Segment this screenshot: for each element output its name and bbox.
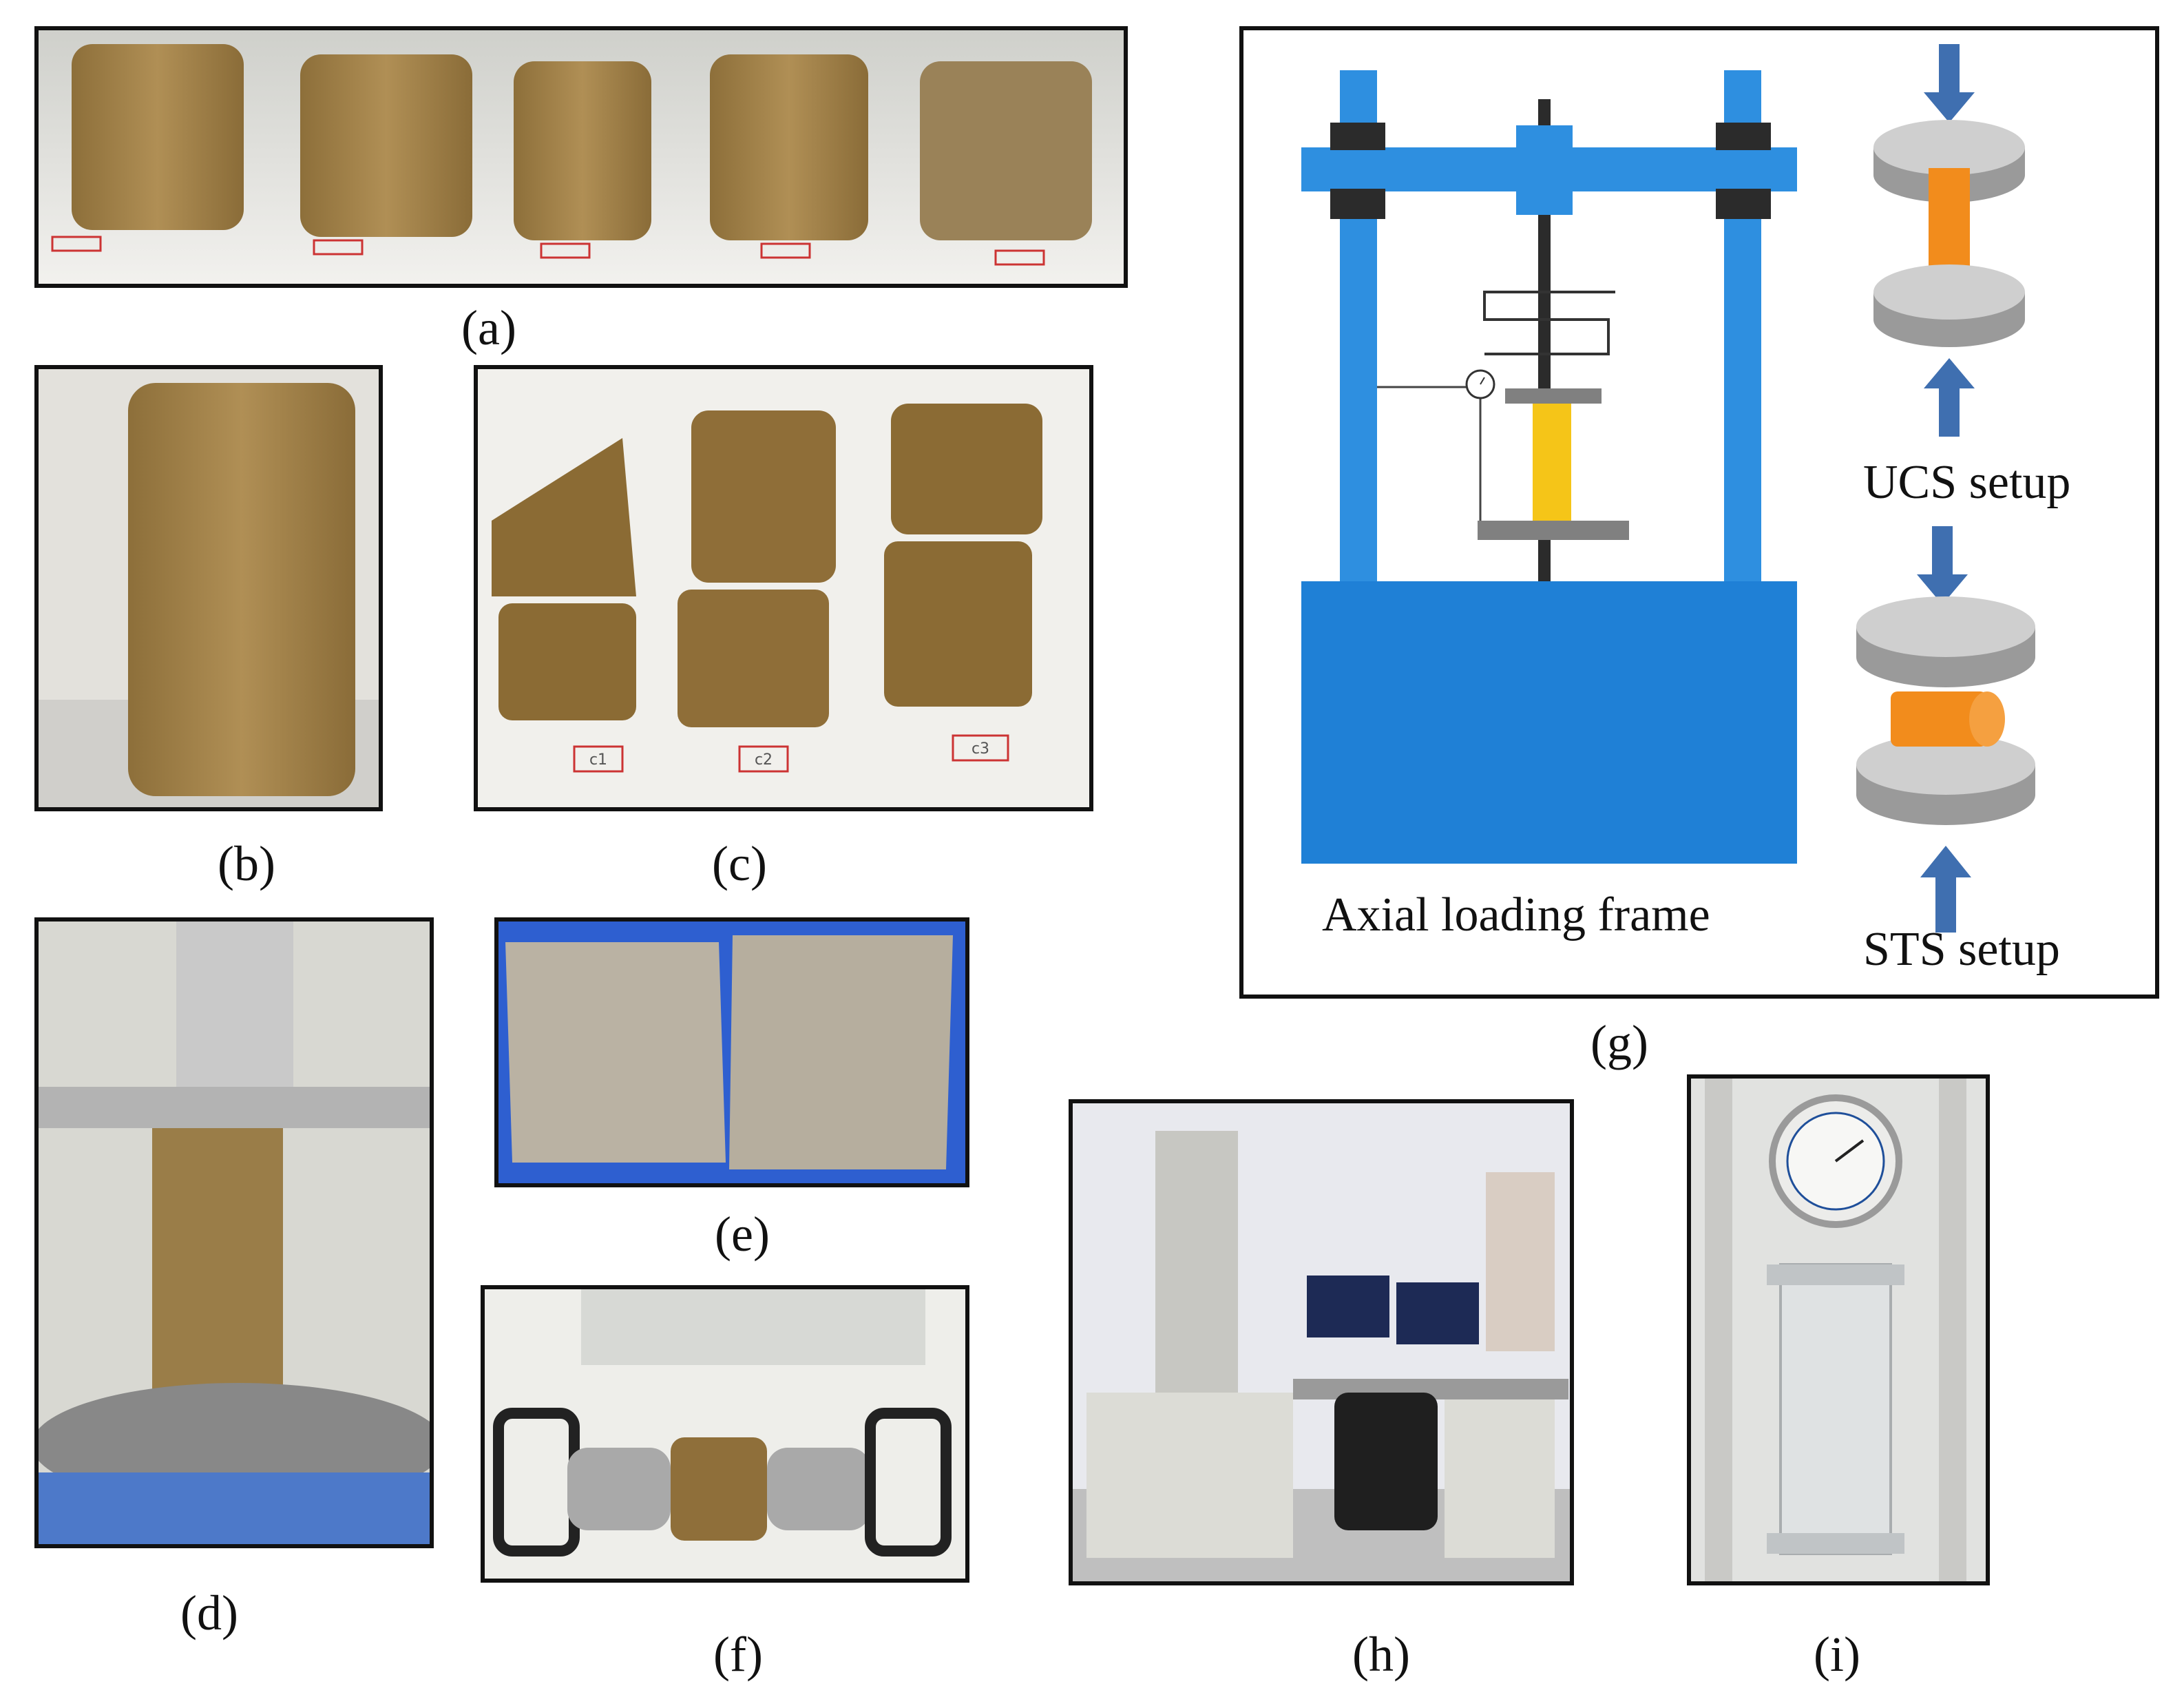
frame-base (1301, 581, 1797, 864)
failed-specimens-photo: c1 c2 c3 (478, 369, 1089, 807)
sts-bottom-platen (1856, 734, 2035, 795)
axial-loading-frame-label: Axial loading frame (1322, 888, 1710, 941)
caption-i: (i) (1814, 1627, 1860, 1682)
compression-test-photo (39, 922, 430, 1544)
arrow-up-icon (1920, 846, 1971, 933)
caption-g: (g) (1590, 1015, 1648, 1070)
caption-c: (c) (712, 836, 767, 891)
photo-f-ultrasonic-test (481, 1285, 969, 1583)
loading-frame-diagram (1301, 44, 2035, 933)
upper-platen (1505, 388, 1602, 404)
caption-h: (h) (1352, 1627, 1410, 1682)
arrow-down-icon (1924, 44, 1975, 123)
caption-d: (d) (180, 1585, 238, 1641)
sts-top-platen (1856, 596, 2035, 657)
shaft-collar (1516, 125, 1573, 215)
specimen-tag-c3: c3 (972, 740, 989, 758)
sts-specimen (1891, 691, 1987, 747)
photo-a-specimen-row (34, 26, 1128, 288)
photo-e-split-specimen (494, 917, 969, 1187)
sts-setup-label: STS setup (1863, 923, 2060, 976)
proving-ring (1483, 291, 1615, 355)
specimen-yellow (1533, 404, 1571, 521)
lower-platen (1478, 521, 1629, 540)
ucs-setup-label: UCS setup (1863, 456, 2071, 509)
sem-lab-photo (1073, 1103, 1570, 1581)
caption-a: (a) (461, 300, 516, 355)
pressure-cell-photo (1691, 1079, 1986, 1581)
photo-c-failed-specimens: c1 c2 c3 (474, 365, 1093, 811)
ucs-top-platen (1873, 120, 2025, 175)
caption-f: (f) (713, 1627, 763, 1682)
photo-d-compression-test (34, 917, 434, 1548)
arrow-up-icon (1924, 358, 1975, 437)
caption-e: (e) (715, 1207, 770, 1262)
diagram-g-loading-setup: Axial loading frame UCS setup STS setup (1239, 26, 2159, 999)
specimen-tag-c2: c2 (755, 751, 773, 769)
ucs-bottom-platen (1873, 264, 2025, 320)
photo-h-sem-lab (1069, 1099, 1574, 1585)
caption-b: (b) (218, 836, 275, 891)
arrow-down-icon (1917, 526, 1968, 605)
photo-b-specimen (34, 365, 383, 811)
photo-i-pressure-cell (1687, 1074, 1990, 1585)
ultrasonic-test-photo (485, 1289, 965, 1579)
specimen-tag-c1: c1 (589, 751, 607, 769)
specimen-photo (39, 369, 379, 807)
specimen-row-photo (39, 30, 1124, 284)
split-specimen-photo (498, 922, 965, 1183)
